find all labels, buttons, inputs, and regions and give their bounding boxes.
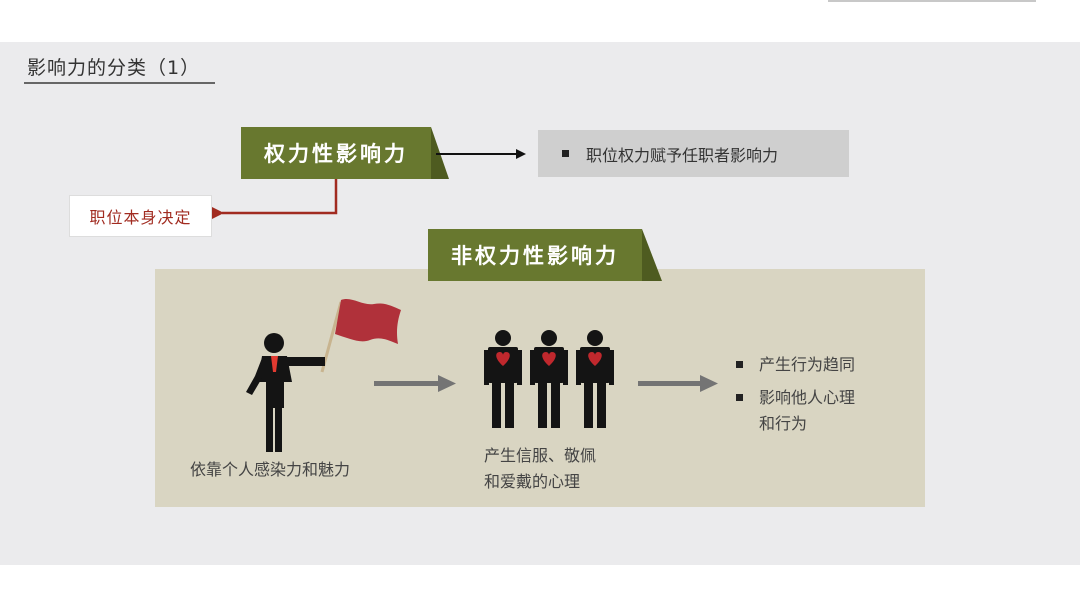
- heart-icon: [588, 352, 602, 366]
- results-list: 产生行为趋同 影响他人心理 和行为: [736, 352, 855, 437]
- bullet-icon: [736, 394, 743, 401]
- follower-person-icon: [530, 330, 568, 428]
- power-influence-label: 权力性影响力: [241, 127, 431, 179]
- follower-person-icon: [484, 330, 522, 428]
- non-power-influence-label: 非权力性影响力: [428, 229, 642, 281]
- list-item: 影响他人心理 和行为: [736, 385, 855, 437]
- source-text: 依靠个人感染力和魅力: [190, 460, 351, 479]
- heart-icon: [496, 352, 510, 366]
- arrow-left-icon: [212, 179, 338, 219]
- determinant-text: 职位本身决定: [89, 208, 192, 227]
- heart-icon: [542, 352, 556, 366]
- arrow-right-icon: [638, 375, 718, 392]
- arrow-right-icon: [374, 375, 456, 392]
- page-title: 影响力的分类（1）: [27, 57, 201, 79]
- leader-person-icon: [246, 333, 325, 452]
- title-underline: [24, 82, 215, 84]
- list-item: 产生行为趋同: [736, 352, 855, 378]
- power-influence-banner: 权力性影响力: [241, 127, 449, 179]
- bullet-icon: [562, 150, 569, 157]
- power-description-text: 职位权力赋予任职者影响力: [586, 145, 779, 165]
- non-power-influence-banner: 非权力性影响力: [428, 229, 662, 281]
- middle-text-line2: 和爱戴的心理: [484, 472, 581, 491]
- middle-text: 产生信服、敬佩 和爱戴的心理: [484, 443, 596, 495]
- flag-icon: [320, 299, 401, 373]
- determinant-box: 职位本身决定: [69, 195, 212, 237]
- middle-text-line1: 产生信服、敬佩: [484, 446, 597, 465]
- banner-shadow: [642, 229, 662, 281]
- bullet-icon: [736, 361, 743, 368]
- top-divider: [828, 0, 1036, 2]
- follower-person-icon: [576, 330, 614, 428]
- power-description-box: 职位权力赋予任职者影响力: [538, 130, 849, 177]
